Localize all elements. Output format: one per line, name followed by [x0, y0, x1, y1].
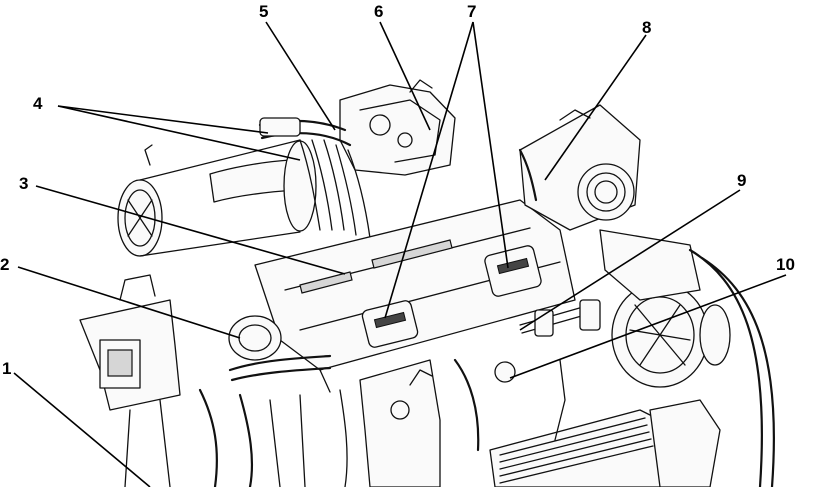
leader-10	[509, 274, 787, 379]
oil-filler	[228, 315, 332, 382]
callout-5: 5	[259, 2, 268, 21]
lower-block	[198, 358, 516, 487]
leader-7b	[472, 21, 509, 269]
leader-2	[17, 266, 241, 339]
leader-lines	[13, 21, 787, 487]
callout-labels: 1 2 3 4 5 6 7 8 9 10	[0, 2, 795, 378]
injector-harness	[519, 299, 601, 441]
callout-4: 4	[33, 94, 43, 113]
callout-3: 3	[19, 174, 28, 193]
alternator	[599, 229, 776, 487]
callout-9: 9	[737, 171, 746, 190]
leader-9	[519, 189, 741, 331]
valve-cover	[254, 199, 576, 393]
callout-7: 7	[467, 2, 476, 21]
fuel-lines-bundle	[258, 117, 371, 239]
fuel-pump-housing	[339, 79, 456, 176]
air-intake-cylinder	[117, 139, 317, 257]
leader-3	[35, 185, 346, 275]
turbo-intake	[518, 104, 641, 231]
callout-8: 8	[642, 18, 651, 37]
callout-6: 6	[374, 2, 383, 21]
callout-1: 1	[2, 359, 11, 378]
leader-7a	[384, 21, 474, 319]
leader-6	[379, 21, 431, 131]
leader-5	[265, 21, 336, 131]
leader-1	[13, 372, 151, 487]
oil-cooler	[489, 399, 721, 487]
leader-8	[544, 34, 647, 181]
callout-10: 10	[776, 255, 795, 274]
callout-2: 2	[0, 255, 9, 274]
left-mount-bracket	[79, 274, 181, 487]
leader-4a	[57, 105, 269, 134]
leader-4b	[57, 105, 301, 161]
